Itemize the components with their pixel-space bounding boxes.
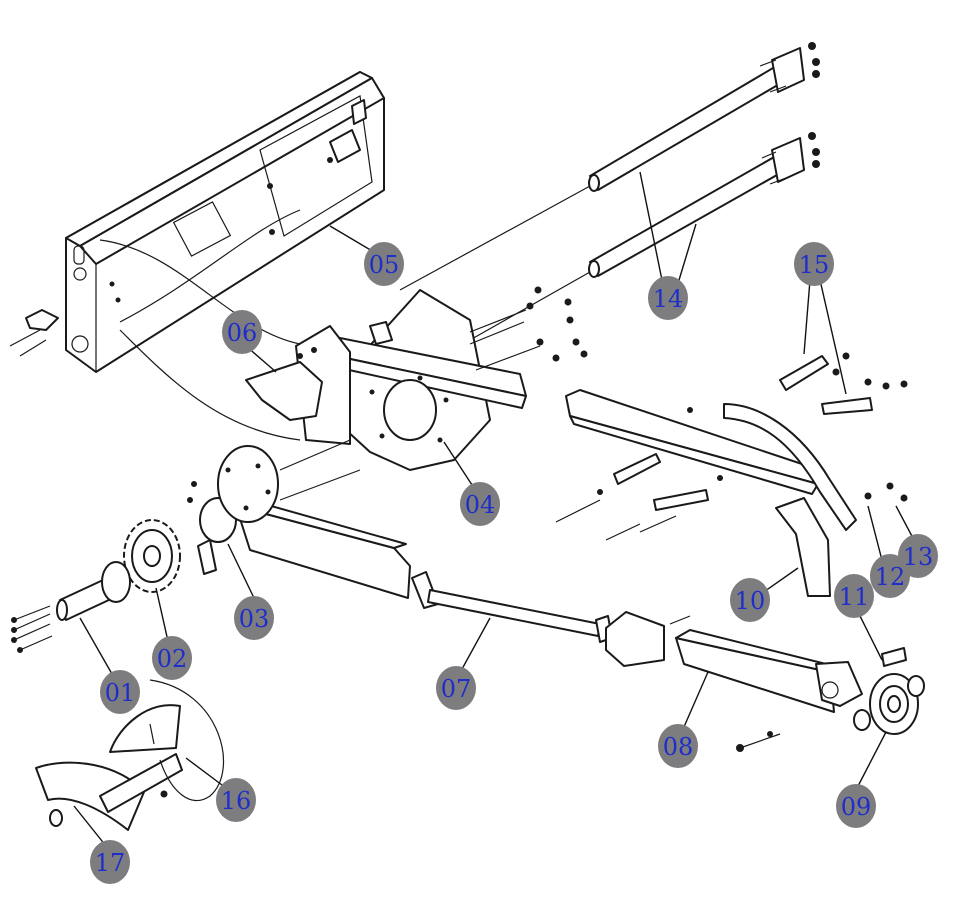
part-05-main-frame [9, 71, 385, 441]
svg-text:08: 08 [663, 733, 694, 761]
callout-10: 10 [730, 578, 770, 622]
svg-text:01: 01 [105, 679, 136, 707]
svg-text:17: 17 [95, 849, 126, 877]
callout-07: 07 [436, 666, 476, 710]
part-02-sprocket [123, 519, 181, 593]
svg-text:09: 09 [841, 793, 872, 821]
part-14-tubes [399, 42, 820, 341]
callout-06: 06 [222, 310, 262, 354]
part-09-wheel [853, 647, 925, 735]
svg-text:15: 15 [799, 251, 830, 279]
callout-11: 11 [834, 574, 874, 618]
svg-text:11: 11 [839, 583, 870, 611]
svg-text:05: 05 [369, 251, 400, 279]
svg-text:12: 12 [875, 563, 906, 591]
svg-text:16: 16 [221, 787, 252, 815]
part-04-housing [295, 286, 588, 471]
svg-text:03: 03 [239, 605, 270, 633]
part-01-shaft [11, 561, 131, 653]
part-07-axle [411, 571, 613, 643]
svg-text:02: 02 [157, 645, 188, 673]
callout-08: 08 [658, 724, 698, 768]
svg-text:13: 13 [903, 543, 934, 571]
callout-13: 13 [898, 534, 938, 578]
callout-14: 14 [648, 276, 688, 320]
svg-text:14: 14 [653, 285, 684, 313]
svg-text:07: 07 [441, 675, 472, 703]
part-03-arm [187, 439, 411, 599]
part-06-plate [245, 347, 323, 421]
callout-05: 05 [364, 242, 404, 286]
callout-02: 02 [152, 636, 192, 680]
part-16-17-blades [35, 679, 225, 831]
svg-text:06: 06 [227, 319, 258, 347]
callout-01: 01 [100, 670, 140, 714]
callouts: 01 02 03 04 05 06 07 08 [90, 242, 938, 884]
svg-text:10: 10 [735, 587, 766, 615]
callout-17: 17 [90, 840, 130, 884]
part-08-arm [605, 611, 863, 752]
callout-16: 16 [216, 778, 256, 822]
svg-text:04: 04 [465, 491, 496, 519]
callout-04: 04 [460, 482, 500, 526]
part-right-arm-assembly [555, 352, 908, 597]
callout-03: 03 [234, 596, 274, 640]
callout-15: 15 [794, 242, 834, 286]
callout-09: 09 [836, 784, 876, 828]
